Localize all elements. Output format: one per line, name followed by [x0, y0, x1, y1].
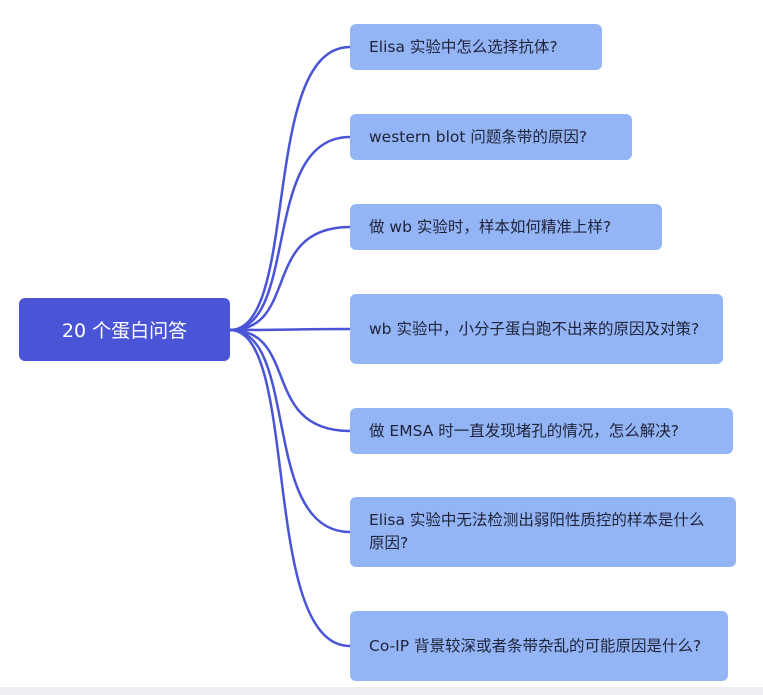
branch-label: Co-IP 背景较深或者条带杂乱的可能原因是什么? [369, 636, 702, 655]
branch-node[interactable]: Co-IP 背景较深或者条带杂乱的可能原因是什么? [350, 611, 728, 681]
connector-0 [228, 45, 352, 332]
branch-label: western blot 问题条带的原因? [369, 127, 588, 146]
branch-node[interactable]: wb 实验中，小分子蛋白跑不出来的原因及对策? [350, 294, 723, 364]
branch-label: 做 wb 实验时，样本如何精准上样? [369, 217, 612, 236]
branch-node[interactable]: 做 wb 实验时，样本如何精准上样? [350, 204, 662, 250]
branch-node[interactable]: Elisa 实验中无法检测出弱阳性质控的样本是什么原因? [350, 497, 736, 567]
root-label: 20 个蛋白问答 [61, 320, 188, 342]
connector-6 [228, 328, 352, 648]
branch-node[interactable]: western blot 问题条带的原因? [350, 114, 632, 160]
branch-label: 做 EMSA 时一直发现堵孔的情况，怎么解决? [369, 421, 679, 440]
connector-5 [228, 328, 352, 534]
branch-label: Elisa 实验中怎么选择抗体? [369, 37, 558, 56]
root-node[interactable]: 20 个蛋白问答 [19, 298, 230, 361]
bottom-bar [0, 687, 763, 695]
connector-4 [228, 328, 352, 433]
branch-node[interactable]: 做 EMSA 时一直发现堵孔的情况，怎么解决? [350, 408, 733, 454]
branch-label: Elisa 实验中无法检测出弱阳性质控的样本是什么原因? [369, 511, 705, 552]
connector-2 [228, 225, 352, 332]
connector-3 [228, 327, 352, 332]
connector-1 [228, 135, 352, 332]
branch-label: wb 实验中，小分子蛋白跑不出来的原因及对策? [369, 319, 700, 338]
branch-node[interactable]: Elisa 实验中怎么选择抗体? [350, 24, 602, 70]
